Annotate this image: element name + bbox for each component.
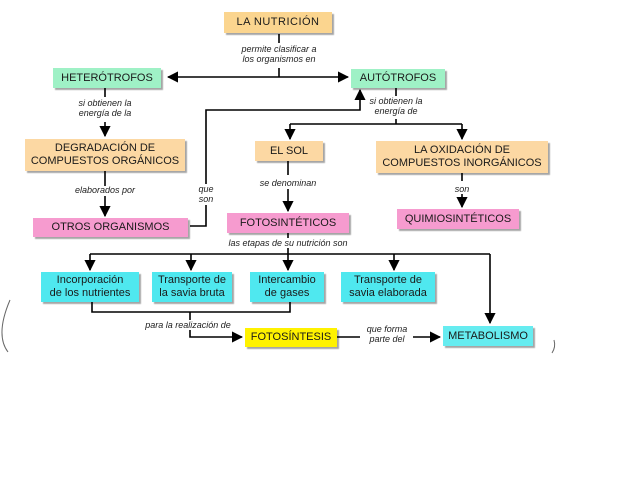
label-realizacion: para la realización de (145, 320, 231, 330)
node-incorporacion-line1: Incorporación (56, 274, 124, 287)
node-oxidacion-line2: COMPUESTOS INORGÁNICOS (382, 157, 542, 169)
node-quimiosinteticos: QUIMIOSINTÉTICOS (397, 209, 519, 229)
label-si-obtienen-1: si obtienen la energía de la (66, 98, 144, 119)
node-savia-elaborada: Transporte de savia elaborada (341, 272, 435, 302)
node-autotrofos: AUTÓTROFOS (351, 69, 445, 88)
node-degradacion-line2: COMPUESTOS ORGÁNICOS (30, 155, 180, 167)
label-si-obtienen-1-line1: si obtienen la (78, 98, 132, 108)
node-savia-bruta-line1: Transporte de (157, 274, 227, 287)
label-etapas: las etapas de su nutrición son (228, 238, 348, 248)
label-si-obtienen-2: si obtienen la energía de (358, 96, 434, 117)
node-savia-elaborada-line1: Transporte de (353, 274, 423, 287)
node-oxidacion: LA OXIDACIÓN DE COMPUESTOS INORGÁNICOS (376, 141, 548, 173)
node-incorporacion: Incorporación de los nutrientes (41, 272, 139, 302)
node-degradacion-line1: DEGRADACIÓN DE (54, 142, 156, 155)
node-intercambio-line1: Intercambio (258, 274, 316, 287)
label-si-obtienen-1-line2: energía de la (78, 108, 132, 119)
label-son: son (454, 184, 470, 194)
node-intercambio: Intercambio de gases (250, 272, 324, 302)
node-sol: EL SOL (255, 141, 323, 161)
label-que-forma: que forma parte del (362, 324, 412, 345)
node-savia-bruta-line2: la savia bruta (159, 287, 225, 299)
node-intercambio-line2: de gases (264, 287, 310, 299)
node-savia-elaborada-line2: savia elaborada (349, 287, 427, 299)
label-permite-line2: los organismos en (242, 54, 316, 65)
label-que-forma-line1: que forma (366, 324, 408, 334)
node-metabolismo: METABOLISMO (443, 326, 533, 346)
label-permite-line1: permite clasificar a (241, 44, 317, 54)
node-oxidacion-line1: LA OXIDACIÓN DE (414, 144, 510, 157)
label-que-son: que son (194, 184, 218, 205)
node-otros-organismos: OTROS ORGANISMOS (33, 218, 188, 237)
label-se-denominan: se denominan (259, 178, 317, 188)
node-fotosintesis: FOTOSÍNTESIS (245, 328, 337, 347)
label-si-obtienen-2-line2: energía de (374, 106, 418, 117)
label-que-son-line1: que (198, 184, 214, 194)
label-que-son-line2: son (198, 194, 214, 205)
node-fotosinteticos: FOTOSINTÉTICOS (227, 213, 349, 233)
label-elaborados: elaborados por (74, 185, 136, 195)
node-savia-bruta: Transporte de la savia bruta (152, 272, 232, 302)
node-nutricion: LA NUTRICIÓN (224, 12, 332, 33)
node-incorporacion-line2: de los nutrientes (49, 287, 131, 299)
label-que-forma-line2: parte del (369, 334, 405, 345)
node-heterotrofos: HETERÓTROFOS (53, 68, 161, 88)
label-si-obtienen-2-line1: si obtienen la (369, 96, 423, 106)
node-degradacion: DEGRADACIÓN DE COMPUESTOS ORGÁNICOS (25, 139, 185, 171)
label-permite: permite clasificar a los organismos en (230, 44, 328, 65)
